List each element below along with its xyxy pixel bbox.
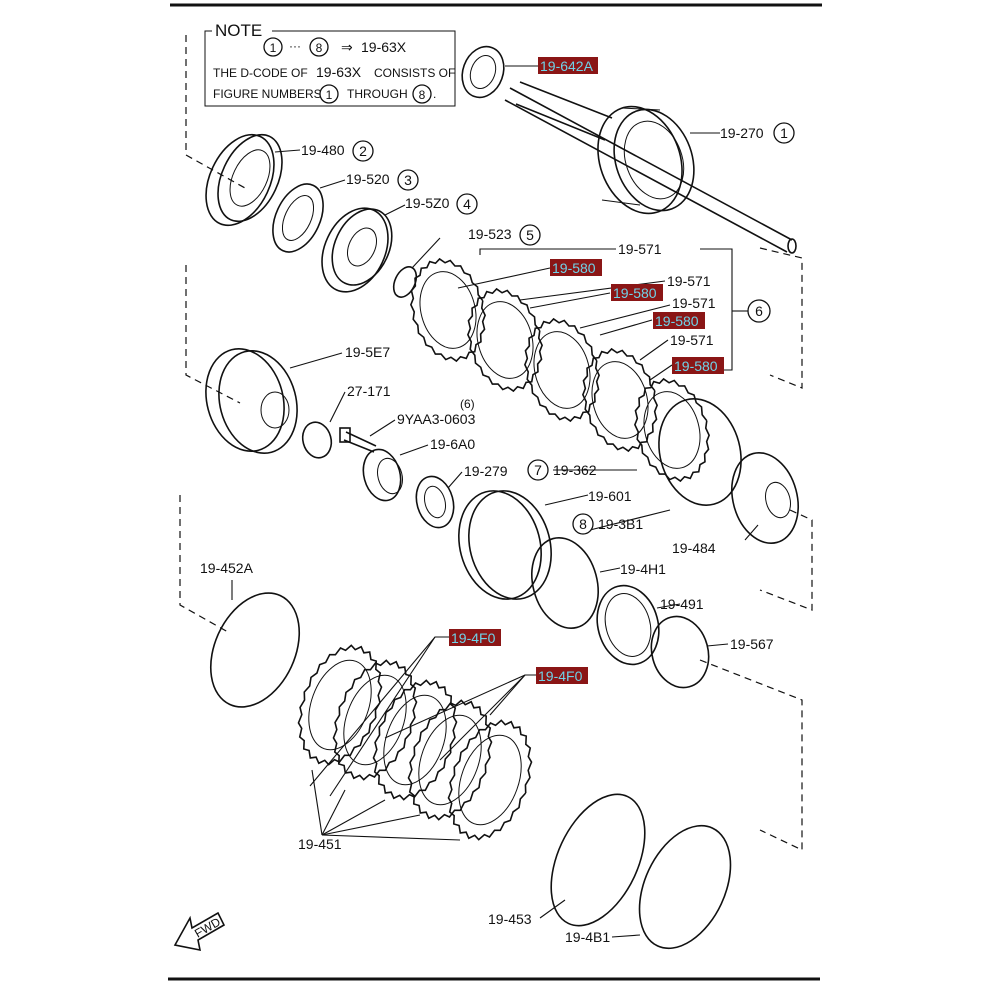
label-19-580-b: 19-580	[613, 285, 657, 301]
label-19-580-d: 19-580	[674, 358, 718, 374]
label-19-523-num: 5	[526, 227, 534, 243]
label-19-452A: 19-452A	[200, 560, 254, 576]
fwd-arrow-icon: FWD	[173, 911, 226, 952]
upper-clutch-plate	[466, 287, 544, 393]
label-19-642A: 19-642A	[540, 58, 594, 74]
note-line1-a: THE D-CODE OF	[213, 66, 308, 80]
label-19-580-c: 19-580	[655, 313, 699, 329]
note-title: NOTE	[215, 21, 262, 40]
label-19-279: 19-279	[464, 463, 508, 479]
label-19-571-d: 19-571	[670, 332, 714, 348]
note-line2-start: 1	[326, 88, 333, 102]
label-19-3B1-num: 8	[579, 516, 587, 532]
right-components	[209, 398, 799, 950]
label-19-362-num: 7	[534, 462, 542, 478]
label-19-453: 19-453	[488, 911, 532, 927]
label-19-580-a: 19-580	[552, 260, 596, 276]
upper-clutch-plate	[523, 317, 601, 423]
label-19-520: 19-520	[346, 171, 390, 187]
note-line1-code: 19-63X	[316, 64, 362, 80]
note-box: NOTE 1 ··· 8 ⇒ 19-63X THE D-CODE OF 19-6…	[204, 21, 456, 107]
label-19-567: 19-567	[730, 636, 774, 652]
label-19-6A0: 19-6A0	[430, 436, 475, 452]
left-components	[205, 133, 552, 600]
label-19-5E7: 19-5E7	[345, 344, 390, 360]
label-19-270-num: 1	[780, 125, 788, 141]
label-19-601: 19-601	[588, 488, 632, 504]
label-19-523: 19-523	[468, 226, 512, 242]
label-19-362: 19-362	[553, 462, 597, 478]
label-19-491: 19-491	[660, 596, 704, 612]
label-19-270: 19-270	[720, 125, 764, 141]
lower-clutch-plate	[332, 659, 418, 781]
note-line1-b: CONSISTS OF	[374, 66, 455, 80]
part-labels: 19-642A 19-270 1 19-480 2 19-520 3 19-5Z…	[200, 57, 795, 945]
upper-clutch-pack	[409, 257, 711, 483]
label-19-571-a: 19-571	[618, 241, 662, 257]
label-19-571-b: 19-571	[667, 273, 711, 289]
label-19-484: 19-484	[672, 540, 716, 556]
note-range-start: 1	[270, 41, 277, 55]
note-line2-a: FIGURE NUMBERS	[213, 87, 322, 101]
note-range-end: 8	[316, 41, 323, 55]
label-19-5Z0-num: 4	[463, 196, 471, 212]
label-9YAA3-note: (6)	[460, 397, 475, 411]
label-27-171: 27-171	[347, 383, 391, 399]
label-19-480: 19-480	[301, 142, 345, 158]
leader-lines	[231, 65, 759, 938]
label-19-451: 19-451	[298, 836, 342, 852]
lower-clutch-pack	[297, 644, 533, 841]
note-range-dots: ···	[289, 39, 301, 53]
label-19-571-c: 19-571	[672, 295, 716, 311]
upper-clutch-plate	[409, 257, 487, 363]
lower-clutch-plate	[407, 699, 493, 821]
label-9YAA3: 9YAA3-0603	[397, 411, 476, 427]
lower-clutch-plate	[447, 719, 533, 841]
assembly-dashed-lines	[179, 35, 813, 851]
label-group-num: 6	[755, 303, 763, 319]
note-range-code: 19-63X	[361, 39, 407, 55]
shaft-assembly	[461, 45, 797, 254]
note-arrow: ⇒	[341, 39, 353, 55]
upper-clutch-plate	[581, 347, 659, 453]
label-19-480-num: 2	[359, 143, 367, 159]
label-19-5Z0: 19-5Z0	[405, 195, 450, 211]
label-19-3B1: 19-3B1	[598, 516, 643, 532]
lower-clutch-plate	[297, 644, 383, 766]
upper-clutch-plate	[633, 377, 711, 483]
fwd-label: FWD	[192, 915, 223, 941]
label-19-4F0-b: 19-4F0	[538, 668, 583, 684]
label-19-520-num: 3	[404, 172, 412, 188]
label-19-4B1: 19-4B1	[565, 929, 610, 945]
label-19-4H1: 19-4H1	[620, 561, 666, 577]
note-line2-end: 8	[419, 88, 426, 102]
label-19-4F0-a: 19-4F0	[451, 630, 496, 646]
note-line2-b: THROUGH	[347, 87, 408, 101]
note-line2-period: .	[433, 87, 436, 101]
